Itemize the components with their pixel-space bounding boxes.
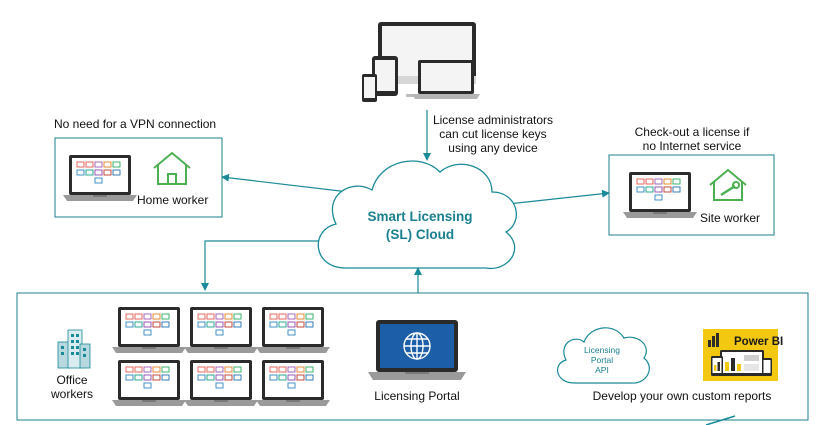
api-text-line1: Licensing xyxy=(584,345,620,355)
home-laptop xyxy=(62,154,138,202)
licensing-portal-laptop xyxy=(368,320,466,380)
office-label-line1: Office xyxy=(56,373,87,387)
office-laptop xyxy=(183,359,259,407)
office-label-line2: workers xyxy=(50,387,93,401)
house-wrench-icon xyxy=(709,168,747,201)
office-building-icon xyxy=(57,329,91,369)
devices-icon xyxy=(362,22,480,102)
admin-text-line3: using any device xyxy=(448,141,538,155)
site-laptop xyxy=(622,171,698,219)
powerbi-title: Power BI xyxy=(734,336,783,348)
admin-text-line1: License administrators xyxy=(433,113,553,127)
report-devices-icon xyxy=(711,350,772,376)
cloud-title-line1: Smart Licensing xyxy=(367,209,472,224)
api-text-line3: API xyxy=(595,365,609,375)
office-laptop xyxy=(255,359,331,407)
office-laptop xyxy=(255,306,331,354)
panel-corner-mark xyxy=(705,415,736,425)
api-cloud: Licensing Portal API xyxy=(557,327,650,384)
home-caption: No need for a VPN connection xyxy=(54,117,216,131)
home-worker-label: Home worker xyxy=(137,193,208,207)
office-laptop xyxy=(111,359,187,407)
house-icon xyxy=(153,151,191,185)
globe-icon xyxy=(403,332,431,360)
home-cloud-arrow xyxy=(221,173,358,197)
portal-label: Licensing Portal xyxy=(374,389,459,403)
api-text-line2: Portal xyxy=(591,355,613,365)
site-worker-label: Site worker xyxy=(700,211,760,225)
sl-cloud: Smart Licensing (SL) Cloud xyxy=(317,160,517,269)
cloud-title-line2: (SL) Cloud xyxy=(386,227,454,242)
office-laptop xyxy=(111,306,187,354)
admin-text-line2: can cut license keys xyxy=(439,127,546,141)
office-cloud-arrow xyxy=(201,237,331,291)
powerbi-caption: Develop your own custom reports xyxy=(593,389,772,403)
office-laptop xyxy=(183,306,259,354)
site-caption-line2: no Internet service xyxy=(643,139,742,153)
site-caption-line1: Check-out a license if xyxy=(635,125,750,139)
powerbi-logo-icon xyxy=(708,333,719,347)
powerbi-tile: Power BI xyxy=(703,329,783,381)
